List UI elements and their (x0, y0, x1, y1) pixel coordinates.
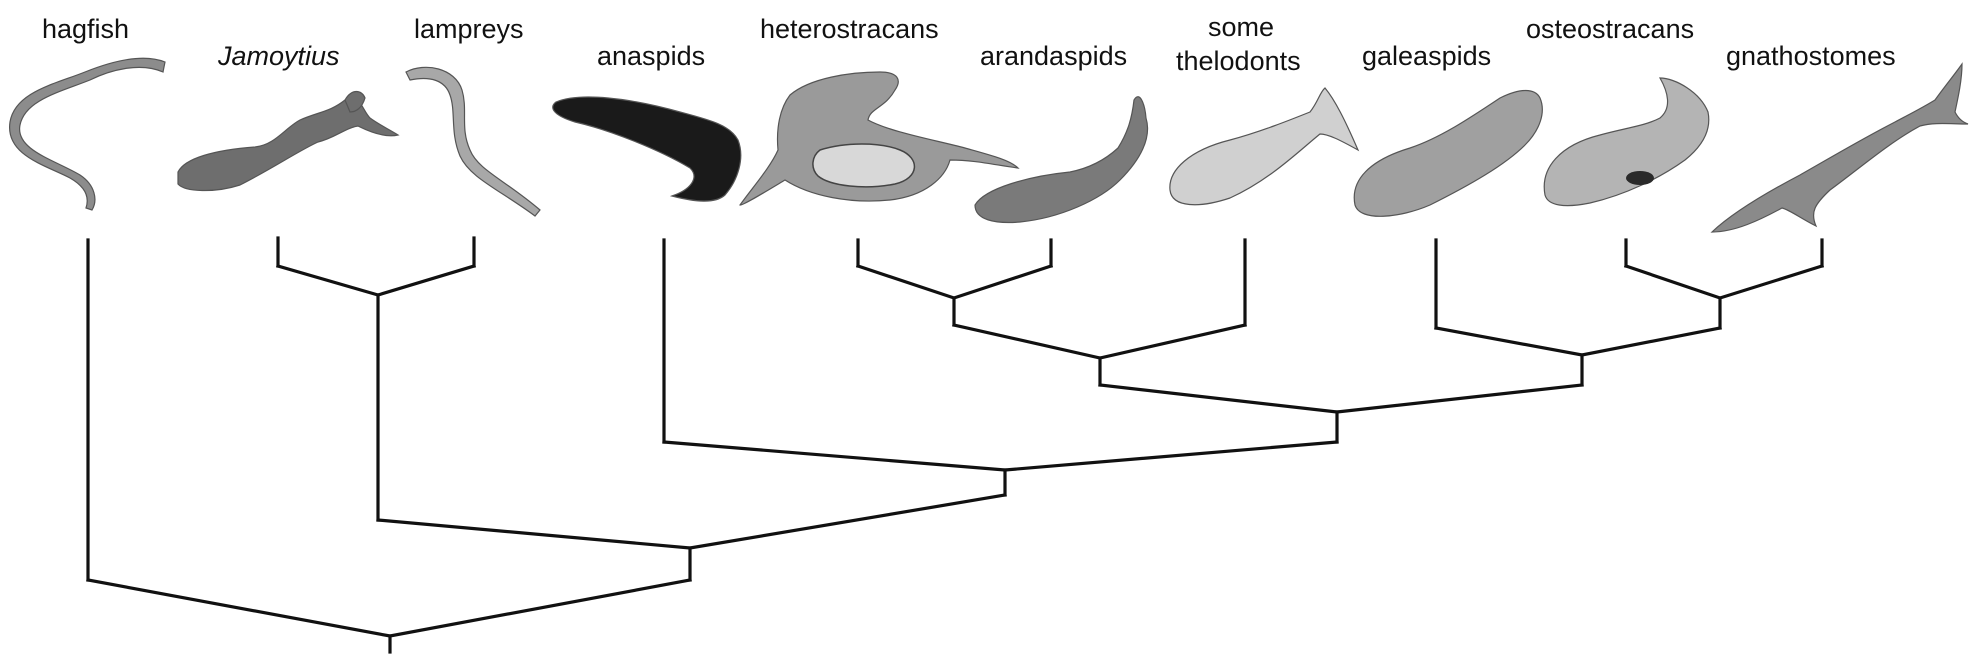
label-anaspids: anaspids (597, 41, 705, 71)
pteraspid-split (858, 266, 1051, 298)
lampreys-illustration (406, 67, 540, 216)
label-gnathostomes: gnathostomes (1726, 41, 1896, 71)
animal-illustrations (10, 58, 1968, 232)
vertebrate-split (378, 495, 1005, 548)
label-heterostracans: heterostracans (760, 14, 939, 44)
root-split (88, 580, 690, 636)
galeaspid-split (1436, 328, 1720, 355)
label-thelodonts-line2: thelodonts (1176, 46, 1301, 76)
label-jamoytius: Jamoytius (217, 41, 340, 71)
label-arandaspids: arandaspids (980, 41, 1127, 71)
thelodont-split (954, 325, 1245, 358)
osteostracans-eye (1626, 171, 1654, 185)
tree-branches (88, 238, 1822, 652)
heterostracans-plate (813, 144, 915, 187)
gnathostomes-illustration (1712, 64, 1968, 232)
hagfish-illustration (10, 58, 165, 210)
taxon-labels: hagfish Jamoytius lampreys anaspids hete… (42, 12, 1896, 76)
anaspid-split (664, 442, 1337, 470)
osteostracans-illustration (1544, 78, 1709, 206)
label-galeaspids: galeaspids (1362, 41, 1491, 71)
thelodonts-illustration (1170, 88, 1358, 205)
major-split (1100, 385, 1582, 412)
gnathostome-clade-split (1626, 266, 1822, 298)
galeaspids-illustration (1354, 91, 1542, 217)
jamoytius-illustration (178, 98, 398, 191)
label-osteostracans: osteostracans (1526, 14, 1694, 44)
label-lampreys: lampreys (414, 14, 524, 44)
lamprey-clade-split (278, 266, 474, 295)
anaspids-illustration (553, 97, 741, 201)
label-thelodonts-line1: some (1208, 12, 1274, 42)
label-hagfish: hagfish (42, 14, 129, 44)
